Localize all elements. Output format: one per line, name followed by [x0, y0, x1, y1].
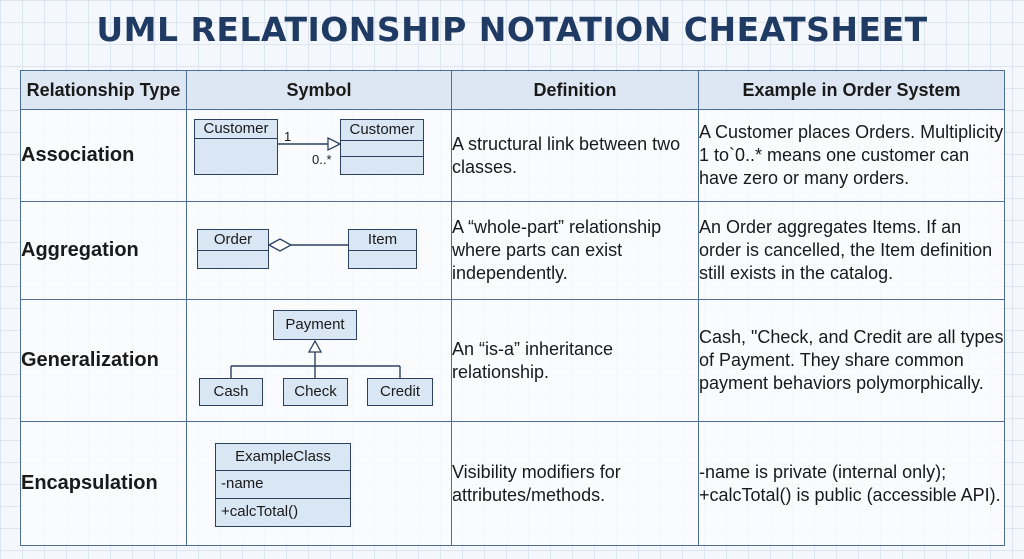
symbol-association: Customer Customer 1 0..* [186, 109, 452, 202]
generalization-class-cash: Cash [199, 377, 263, 406]
row-generalization: Generalization Payment Cash Check Credit… [20, 299, 1005, 422]
symbol-generalization: Payment Cash Check Credit [186, 299, 452, 422]
aggregation-class-order-name: Order [213, 230, 253, 248]
header-definition: Definition [451, 70, 699, 110]
association-diagram: Customer Customer 1 0..* [194, 111, 444, 201]
example-generalization: Cash, "Check, and Credit are all types o… [698, 299, 1005, 422]
header-symbol: Symbol [186, 70, 452, 110]
example-association: A Customer places Orders. Multiplicity 1… [698, 109, 1005, 202]
generalization-class-payment: Payment [273, 309, 357, 340]
definition-association: A structural link between two classes. [451, 109, 699, 202]
association-class-right: Customer [340, 118, 424, 175]
type-encapsulation: Encapsulation [20, 421, 187, 546]
aggregation-diamond-icon [267, 237, 293, 252]
aggregation-line [267, 237, 348, 252]
encapsulation-class-name: ExampleClass [235, 447, 331, 465]
association-class-right-attrs [341, 139, 423, 156]
encapsulation-diagram: ExampleClass -name +calcTotal() [194, 440, 444, 528]
generalization-diagram: Payment Cash Check Credit [194, 306, 444, 416]
symbol-aggregation: Order Item [186, 201, 452, 300]
aggregation-class-order-body [198, 249, 268, 268]
example-aggregation: An Order aggregates Items. If an order i… [698, 201, 1005, 300]
type-generalization: Generalization [20, 299, 187, 422]
page-title: UML RELATIONSHIP NOTATION CHEATSHEET [96, 10, 928, 49]
header-relationship-type: Relationship Type [20, 70, 187, 110]
header-row: Relationship Type Symbol Definition Exam… [20, 70, 1005, 110]
aggregation-class-item: Item [348, 228, 417, 269]
association-class-left-name: Customer [203, 119, 269, 137]
aggregation-diagram: Order Item [194, 206, 444, 296]
encapsulation-class: ExampleClass -name +calcTotal() [215, 442, 351, 527]
association-class-left-body [195, 137, 277, 174]
association-line [278, 136, 342, 151]
association-class-left: Customer [194, 118, 278, 175]
row-encapsulation: Encapsulation ExampleClass -name +calcTo… [20, 421, 1005, 546]
definition-aggregation: A “whole-part” relationship where parts … [451, 201, 699, 300]
example-encapsulation: -name is private (internal only); +calcT… [698, 421, 1005, 546]
association-multiplicity-one: 1 [284, 128, 292, 144]
association-class-right-name: Customer [349, 120, 415, 138]
symbol-encapsulation: ExampleClass -name +calcTotal() [186, 421, 452, 546]
aggregation-class-item-body [349, 249, 416, 268]
generalization-triangle-icon [307, 339, 323, 353]
aggregation-class-item-name: Item [367, 230, 398, 248]
type-aggregation: Aggregation [20, 201, 187, 300]
row-aggregation: Aggregation Order Item A “whole-part” re… [20, 201, 1005, 300]
encapsulation-method: +calcTotal() [216, 497, 350, 526]
generalization-class-credit: Credit [367, 377, 433, 406]
encapsulation-attribute: -name [216, 469, 350, 498]
generalization-class-check: Check [283, 377, 348, 406]
type-association: Association [20, 109, 187, 202]
association-multiplicity-many: 0..* [312, 151, 332, 167]
aggregation-class-order: Order [197, 228, 269, 269]
definition-generalization: An “is-a” inheritance relationship. [451, 299, 699, 422]
association-class-right-methods [341, 155, 423, 174]
generalization-lines [230, 339, 401, 378]
row-association: Association Customer Customer 1 0..* [20, 109, 1005, 202]
header-example: Example in Order System [698, 70, 1005, 110]
cheatsheet-table: Relationship Type Symbol Definition Exam… [20, 70, 1005, 546]
definition-encapsulation: Visibility modifiers for attributes/meth… [451, 421, 699, 546]
